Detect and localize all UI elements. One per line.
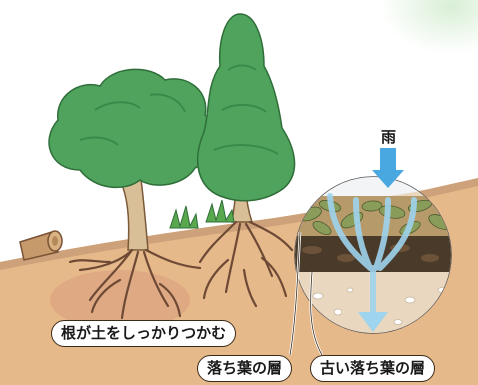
old-fallen-leaves-label: 古い落ち葉の層 bbox=[310, 355, 436, 382]
rain-arrow-icon bbox=[372, 148, 404, 188]
conifer-tree bbox=[197, 13, 296, 223]
roots-label: 根が土をしっかりつかむ bbox=[51, 320, 237, 347]
water-flow-arrow-icon bbox=[327, 193, 417, 321]
undergrowth bbox=[169, 199, 235, 229]
rain-label: 雨 bbox=[381, 128, 397, 146]
log bbox=[19, 230, 63, 261]
fallen-leaves-label: 落ち葉の層 bbox=[197, 355, 293, 382]
soil-cross-section bbox=[294, 176, 452, 334]
broadleaf-tree bbox=[48, 68, 216, 251]
root-system bbox=[68, 220, 294, 320]
water-down-arrowhead bbox=[358, 312, 388, 332]
sky-glow bbox=[300, 0, 478, 120]
